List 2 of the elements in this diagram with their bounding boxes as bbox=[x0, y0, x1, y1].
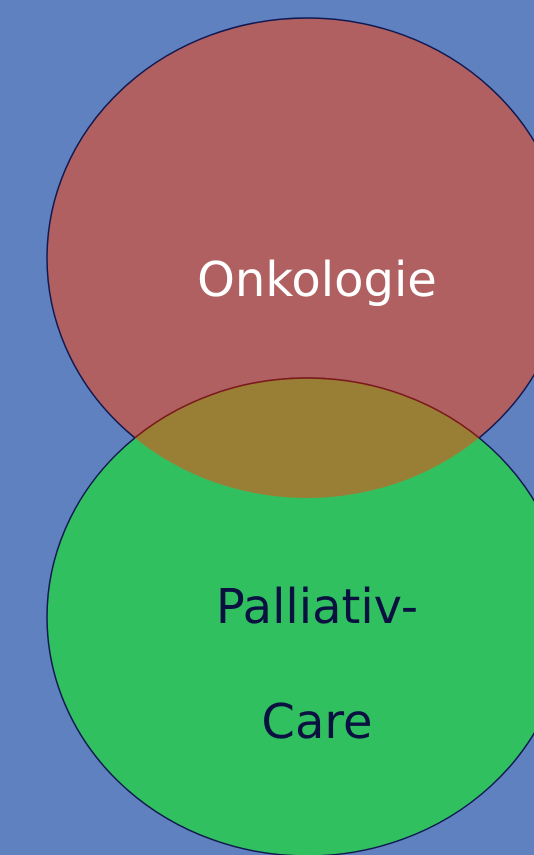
circle-label: Palliativ- Care bbox=[214, 578, 420, 752]
circle-label: Onkologie bbox=[196, 251, 438, 310]
